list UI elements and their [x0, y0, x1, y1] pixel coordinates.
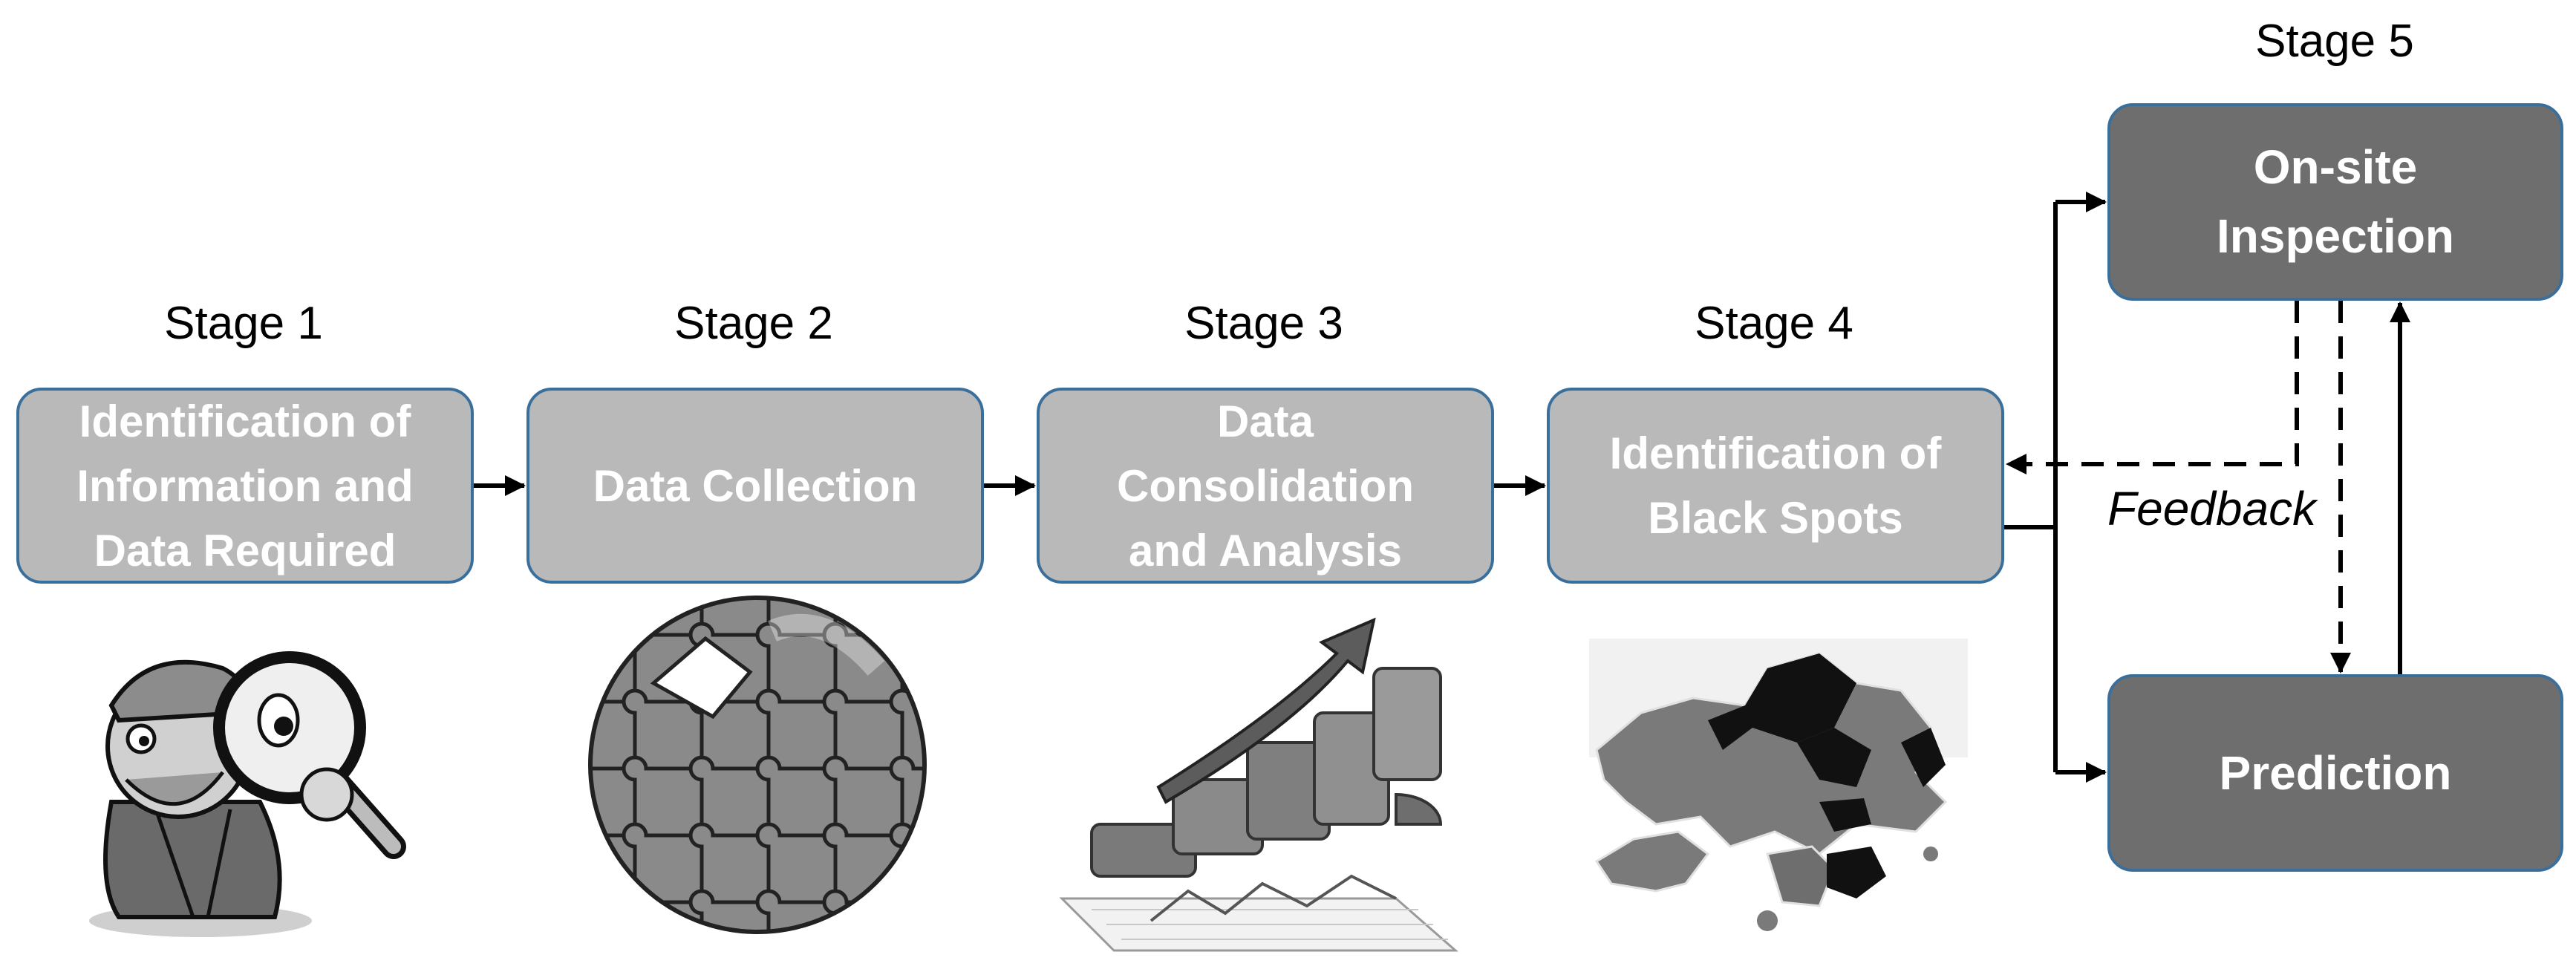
stage-4-box: Identification of Black Spots	[1547, 388, 2004, 584]
prediction-box: Prediction	[2107, 674, 2563, 872]
detective-icon	[89, 651, 406, 937]
stage-3-label: Stage 3	[1184, 298, 1343, 349]
hong-kong-map-icon	[1589, 639, 1968, 931]
stage-5-label: Stage 5	[2255, 16, 2414, 67]
feedback-label: Feedback	[2107, 482, 2317, 535]
stage-2-label: Stage 2	[674, 298, 833, 349]
stage-1-title-line: Identification of	[79, 396, 411, 446]
stage-3-box: Data Consolidation and Analysis	[1037, 388, 1494, 584]
on-site-inspection-box: On-site Inspection	[2107, 103, 2563, 301]
stage-1-box: Identification of Information and Data R…	[16, 388, 474, 584]
stage-2-title-line: Data Collection	[593, 460, 918, 511]
stage-3-title-line: and Analysis	[1129, 525, 1402, 575]
stage-1-label: Stage 1	[164, 298, 323, 349]
growth-chart-icon	[1059, 617, 1458, 952]
inspection-title-line: On-site	[2253, 140, 2418, 195]
stage-4-label: Stage 4	[1695, 298, 1853, 349]
stage-1-title-line: Information and	[76, 460, 414, 511]
stage-3-title-line: Data	[1216, 396, 1314, 446]
feedback-dashed-arrows	[2006, 301, 2351, 673]
inspection-title-line: Inspection	[2216, 209, 2455, 263]
stage-4-title-line: Identification of	[1609, 428, 1942, 478]
stage-3-title-line: Consolidation	[1117, 460, 1414, 511]
stage5-branch-connector	[2004, 192, 2107, 783]
prediction-title-line: Prediction	[2219, 746, 2452, 800]
stage-2-box: Data Collection	[526, 388, 984, 584]
stage-4-title-line: Black Spots	[1648, 493, 1903, 543]
stage-1-title-line: Data Required	[94, 525, 397, 575]
puzzle-globe-icon	[588, 596, 927, 934]
